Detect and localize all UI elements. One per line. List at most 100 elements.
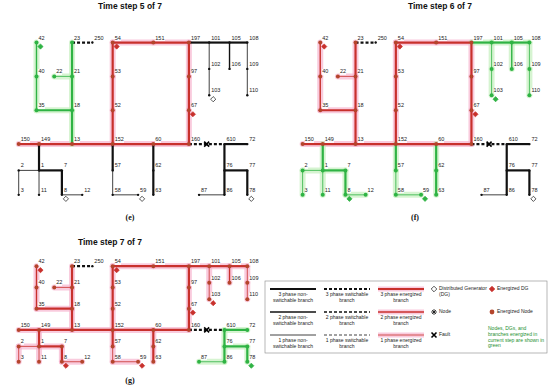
- bus-number: 12: [84, 188, 90, 194]
- bus-number: 149: [41, 137, 50, 143]
- branch-line: [153, 41, 189, 43]
- branch-line: [229, 43, 230, 69]
- bus-node: [321, 142, 325, 146]
- bus-number: 54: [115, 36, 121, 42]
- bus-number: 21: [358, 69, 364, 75]
- branch-line: [528, 170, 530, 194]
- bus-number: 610: [509, 137, 518, 143]
- bus-node: [480, 194, 482, 196]
- branch-line: [62, 194, 82, 195]
- bus-node: [111, 264, 115, 268]
- bus-node: [17, 142, 21, 146]
- legend-text: 3 phase switchable branch: [322, 292, 372, 304]
- bus-number: 59: [140, 355, 146, 361]
- branch-line: [230, 265, 248, 267]
- bus-node: [187, 264, 191, 268]
- branch-line: [303, 143, 323, 145]
- bus-number: 7: [64, 339, 67, 345]
- branch-line: [71, 266, 73, 287]
- bus-number: 2: [21, 163, 24, 169]
- panel-tag: (f): [411, 214, 419, 222]
- bus-number: 67: [473, 103, 479, 109]
- bus-node: [111, 108, 115, 112]
- bus-node: [207, 297, 211, 301]
- panel-title: Time step 5 of 7: [98, 2, 162, 11]
- branch-line: [62, 361, 82, 362]
- dg-symbol: [190, 310, 195, 315]
- bus-number: 18: [358, 103, 364, 109]
- bus-number: 23: [74, 259, 80, 265]
- bus-node: [187, 74, 191, 78]
- branch-sample: [324, 311, 370, 312]
- branch-line: [436, 41, 471, 43]
- bus-number: 105: [514, 36, 523, 42]
- dg-symbol: [397, 44, 402, 49]
- bus-node: [198, 194, 200, 196]
- bus-number: 152: [115, 323, 124, 329]
- branch-line: [189, 41, 209, 43]
- bus-node: [510, 41, 514, 45]
- bus-number: 72: [531, 137, 537, 143]
- bus-number: 11: [41, 188, 47, 194]
- bus-number: 101: [211, 259, 220, 265]
- branch-line: [112, 309, 114, 330]
- bus-number: 103: [494, 88, 503, 94]
- bus-node: [34, 108, 38, 112]
- bus-node: [343, 193, 347, 197]
- bus-number: 57: [398, 163, 404, 169]
- branch-line: [506, 144, 508, 170]
- bus-node: [245, 264, 249, 268]
- dg-symbol: [249, 196, 254, 201]
- branch-line: [224, 345, 247, 347]
- bus-node: [301, 168, 305, 172]
- legend-text: 1 phase switchable branch: [322, 338, 372, 350]
- energized-glow: [378, 333, 424, 338]
- legend-text: 2 phase energized branch: [376, 315, 426, 327]
- bus-node: [60, 360, 64, 364]
- bus-node: [336, 74, 340, 78]
- branch-line: [36, 109, 72, 111]
- bus-node: [111, 328, 115, 332]
- branch-line: [112, 346, 113, 361]
- branch-line: [435, 144, 437, 170]
- panel-title: Time step 6 of 7: [408, 2, 472, 11]
- branch-line: [199, 361, 224, 362]
- branch-line: [320, 76, 321, 110]
- bus-number: 58: [115, 188, 121, 194]
- legend-text: Energized DG: [497, 286, 545, 292]
- bus-number: 105: [232, 36, 241, 42]
- bus-number: 110: [531, 88, 540, 94]
- bus-number: 58: [115, 355, 121, 361]
- bus-node: [469, 74, 473, 78]
- dg-symbol: [211, 301, 216, 306]
- bus-node: [111, 307, 115, 311]
- bus-node: [111, 169, 113, 171]
- bus-node: [111, 285, 115, 289]
- bus-number: 150: [305, 137, 314, 143]
- bus-node: [70, 74, 74, 78]
- bus-node: [245, 281, 249, 285]
- branch-line: [209, 265, 229, 267]
- bus-number: 102: [211, 276, 220, 282]
- bus-node: [151, 142, 155, 146]
- branch-line: [482, 194, 507, 195]
- bus-number: 78: [249, 188, 255, 194]
- branch-line: [199, 194, 224, 195]
- bus-node: [152, 169, 154, 171]
- branch-line: [323, 143, 356, 145]
- legend-frame: [265, 281, 547, 353]
- branch-line: [152, 170, 154, 194]
- bus-number: 40: [38, 280, 44, 286]
- bus-number: 86: [226, 355, 232, 361]
- bus-number: 63: [438, 188, 444, 194]
- branch-line: [471, 41, 491, 43]
- branch-line: [39, 329, 72, 331]
- branch-line: [153, 329, 189, 331]
- bus-number: 76: [226, 339, 232, 345]
- branch-line: [246, 346, 248, 361]
- branch-line: [188, 110, 190, 144]
- branch-line: [36, 43, 37, 77]
- branch-line: [395, 76, 397, 110]
- bus-node: [510, 67, 514, 71]
- bus-node: [197, 360, 201, 364]
